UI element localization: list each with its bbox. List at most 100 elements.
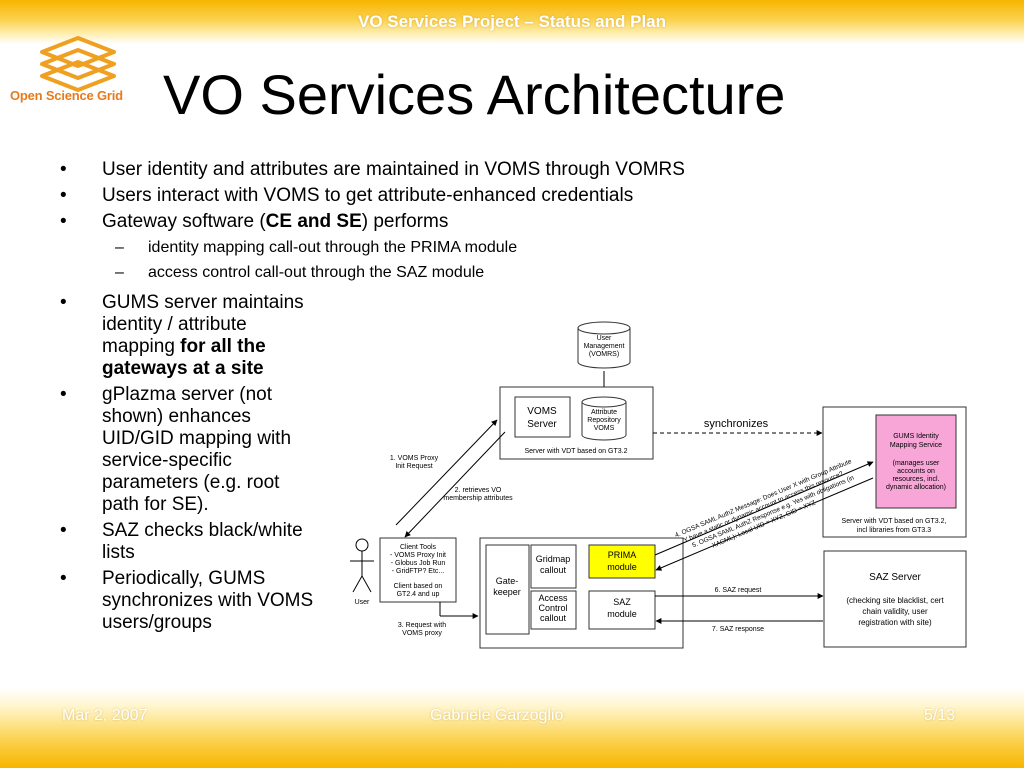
step2-label-1: 2. retrieves VO	[455, 487, 502, 494]
bullet-item: • GUMS server maintains identity / attrib…	[60, 292, 320, 380]
architecture-diagram: User Management (VOMRS) VOMS Server Attr…	[350, 321, 967, 649]
logo-text: Open Science Grid	[10, 88, 123, 103]
bullet-text-before: Gateway software (	[102, 211, 266, 232]
gums-desc-2: accounts on	[897, 468, 935, 475]
slide-title: VO Services Architecture	[163, 63, 786, 126]
access-label-1: Access	[538, 593, 568, 603]
gatekeeper-box	[485, 544, 530, 635]
bullet-item: • SAZ checks black/white lists	[60, 520, 320, 564]
bullet-item: •User identity and attributes are mainta…	[60, 157, 840, 183]
saz-module-box	[588, 590, 656, 630]
gums-caption-2: incl libraries from GT3.3	[857, 527, 931, 534]
bullet-marker: •	[60, 185, 67, 206]
step1-arrow	[395, 419, 498, 526]
step1-label-1: 1. VOMS Proxy	[390, 455, 439, 462]
client-tools-box	[379, 537, 457, 603]
footer-bar	[0, 688, 1024, 768]
bullet-item: • Users interact with VOMS to get attribu…	[60, 183, 840, 209]
bullet-text: Periodically, GUMS synchronizes with VOM…	[102, 568, 314, 633]
voms-server-box	[514, 396, 571, 438]
access-label-2: Control	[538, 603, 567, 613]
bullet-item: • Gateway software (CE and SE) performs	[60, 209, 840, 235]
step3-label-2: VOMS proxy	[402, 630, 442, 637]
bullet-marker: •	[60, 211, 67, 232]
saz-server-title: SAZ Server	[869, 572, 921, 583]
step2-label-2: membership attributes	[443, 495, 513, 502]
bullet-text: Users interact with VOMS to get attribut…	[102, 185, 634, 206]
voms-server-caption: Server with VDT based on GT3.2	[525, 448, 628, 455]
user-stick-figure-icon	[350, 538, 374, 593]
client-tools-1: Client Tools	[400, 544, 437, 551]
bullet-marker: •	[60, 292, 67, 313]
left-bullet-list: • GUMS server maintains identity / attrib…	[60, 292, 320, 638]
osg-logo-icon	[40, 36, 116, 92]
bullet-item: • Periodically, GUMS synchronizes with VO…	[60, 568, 320, 634]
gridmap-label-2: callout	[540, 565, 567, 575]
client-caption-2: GT2.4 and up	[397, 591, 440, 598]
step6-label: 6. SAZ request	[715, 587, 762, 594]
bullet-text-bold: for all the gateways at a site	[102, 336, 266, 379]
client-tools-4: - GridFTP? Etc...	[392, 568, 445, 575]
saz-server-desc-3: registration with site)	[858, 618, 932, 627]
saz-server-box	[823, 550, 967, 648]
bullet-text: gPlazma server (not shown) enhances UID/…	[102, 384, 292, 515]
user-management-label-2: Management	[584, 343, 625, 350]
header-bar	[0, 0, 1024, 44]
attribute-repository-label-3: VOMS	[594, 425, 615, 432]
step4-label-b: Y have a static or dynamic account to ac…	[683, 470, 845, 544]
bullet-marker: •	[60, 520, 67, 541]
synchronizes-label: synchronizes	[704, 418, 769, 430]
client-tools-3: - Globus Job Run	[391, 560, 446, 567]
gridmap-callout-box	[530, 544, 577, 589]
access-control-callout-box	[530, 590, 577, 630]
saz-server-desc-1: (checking site blacklist, cert	[846, 596, 944, 605]
bullet-item: • gPlazma server (not shown) enhances UID…	[60, 384, 320, 516]
access-label-3: callout	[540, 613, 567, 623]
bullet-text-bold: CE and SE	[265, 211, 362, 232]
user-management-db: User Management (VOMRS)	[577, 321, 631, 369]
bullet-text-after: ) performs	[361, 211, 449, 232]
user-management-label-1: User	[597, 335, 612, 342]
bullet-text: GUMS server maintains identity / attribu…	[102, 292, 304, 357]
gums-identity-mapping-box	[875, 414, 957, 509]
saz-module-label-2: module	[607, 609, 637, 619]
client-tools-2: - VOMS Proxy Init	[390, 552, 446, 559]
step5-arrow	[655, 477, 874, 571]
main-bullet-list: •User identity and attributes are mainta…	[60, 157, 840, 285]
gridmap-label-1: Gridmap	[536, 554, 571, 564]
bullet-text: SAZ checks black/white lists	[102, 520, 303, 563]
voms-server-label-1: VOMS	[527, 406, 557, 417]
gums-desc-1: (manages user	[893, 460, 940, 467]
step3-label-1: 3. Request with	[398, 622, 446, 629]
sub-bullet-text: identity mapping call-out through the PR…	[148, 239, 518, 256]
gums-desc-3: resources, incl.	[892, 476, 939, 483]
footer-page-number: 5/13	[924, 707, 956, 724]
prima-module-box	[588, 544, 656, 579]
gums-title-1: GUMS Identity	[893, 433, 939, 440]
bullet-marker: •	[60, 159, 67, 180]
footer-author: Gabriele Garzoglio	[430, 707, 564, 724]
sub-bullet-item: –access control call-out through the SAZ…	[60, 260, 840, 285]
voms-server-label-2: Server	[527, 419, 557, 430]
step2-arrow	[404, 431, 506, 538]
bullet-marker: •	[60, 384, 67, 405]
step1-label-2: Init Request	[395, 463, 432, 470]
user-management-label-3: (VOMRS)	[589, 351, 619, 358]
user-label: User	[355, 599, 370, 606]
gums-desc-4: dynamic allocation)	[886, 484, 946, 491]
step7-label: 7. SAZ response	[712, 626, 764, 633]
saz-module-label-1: SAZ	[613, 597, 631, 607]
attribute-repository-label-2: Repository	[587, 417, 621, 424]
header-title: VO Services Project – Status and Plan	[357, 12, 667, 31]
sub-bullet-item: –identity mapping call-out through the P…	[60, 235, 840, 260]
prima-label-2: module	[607, 562, 637, 572]
bullet-marker: •	[60, 568, 67, 589]
attribute-repository-db: Attribute Repository VOMS	[581, 396, 627, 441]
gatekeeper-label-2: keeper	[493, 587, 521, 597]
dash-marker: –	[115, 264, 124, 281]
attribute-repository-label-1: Attribute	[591, 409, 617, 416]
prima-label-1: PRIMA	[608, 550, 637, 560]
saz-server-desc-2: chain validity, user	[862, 607, 928, 616]
gatekeeper-label-1: Gate-	[496, 576, 519, 586]
gums-caption-1: Server with VDT based on GT3.2,	[842, 518, 947, 525]
